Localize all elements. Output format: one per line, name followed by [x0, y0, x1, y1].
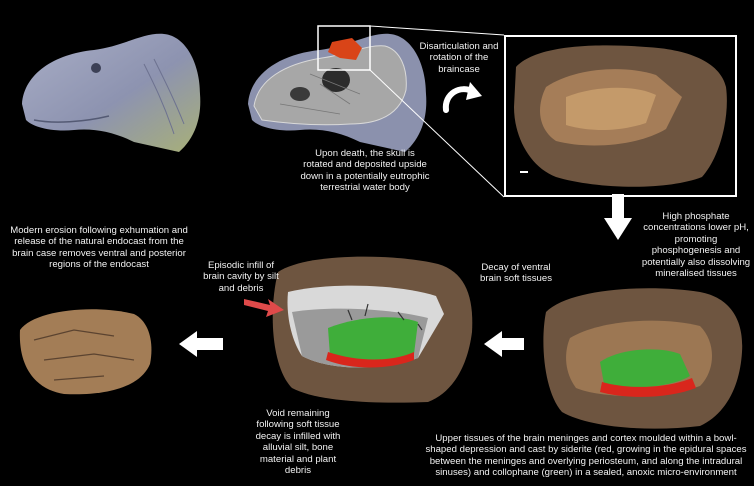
- void-infill-caption: Void remaining following soft tissue dec…: [255, 408, 341, 477]
- left-arrow-icon: [484, 331, 524, 357]
- rotate-arrow-icon: [442, 82, 482, 113]
- decay-caption: Decay of ventral brain soft tissues: [480, 262, 552, 285]
- eroded-endocast-illustration: [14, 300, 156, 398]
- high-phosphate-caption: High phosphate concentrations lower pH, …: [641, 211, 751, 280]
- infill-direction-arrow-icon: [244, 299, 284, 317]
- skull-overlay-illustration: [240, 24, 440, 154]
- upon-death-caption: Upon death, the skull is rotated and dep…: [300, 148, 430, 194]
- infilled-braincase-illustration: [268, 252, 474, 404]
- braincase-photo-frame: [504, 35, 737, 197]
- left-arrow-icon: [179, 331, 223, 357]
- upper-tissues-caption: Upper tissues of the brain meninges and …: [425, 433, 747, 479]
- siderite-collophane-cast-illustration: [540, 282, 745, 430]
- episodic-infill-caption: Episodic infill of brain cavity by silt …: [203, 260, 279, 294]
- living-head-illustration: [14, 24, 214, 154]
- disarticulation-caption: Disarticulation and rotation of the brai…: [419, 41, 499, 75]
- down-arrow-icon: [604, 194, 632, 240]
- modern-erosion-caption: Modern erosion following exhumation and …: [10, 225, 188, 271]
